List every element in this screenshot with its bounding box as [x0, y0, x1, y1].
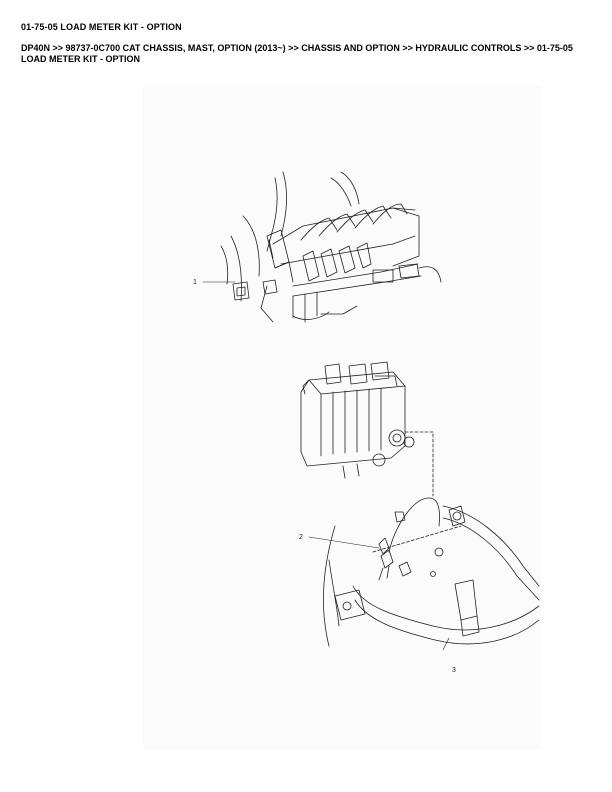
- control-valve-drawing: [300, 361, 434, 497]
- leader-lines: [202, 281, 450, 651]
- exploded-view-drawing: 1 2 3: [193, 171, 540, 674]
- callout-1: 1: [193, 279, 197, 286]
- callout-2: 2: [299, 534, 303, 541]
- parts-diagram: 1 2 3: [143, 86, 541, 750]
- pressure-switch-drawing: [378, 497, 444, 581]
- callout-3: 3: [452, 667, 456, 674]
- hydraulic-tube-drawing: [322, 505, 540, 647]
- chassis-control-area-drawing: [220, 171, 442, 323]
- breadcrumb[interactable]: DP40N >> 98737-0C700 CAT CHASSIS, MAST, …: [21, 43, 573, 64]
- page-title: 01-75-05 LOAD METER KIT - OPTION: [21, 22, 182, 32]
